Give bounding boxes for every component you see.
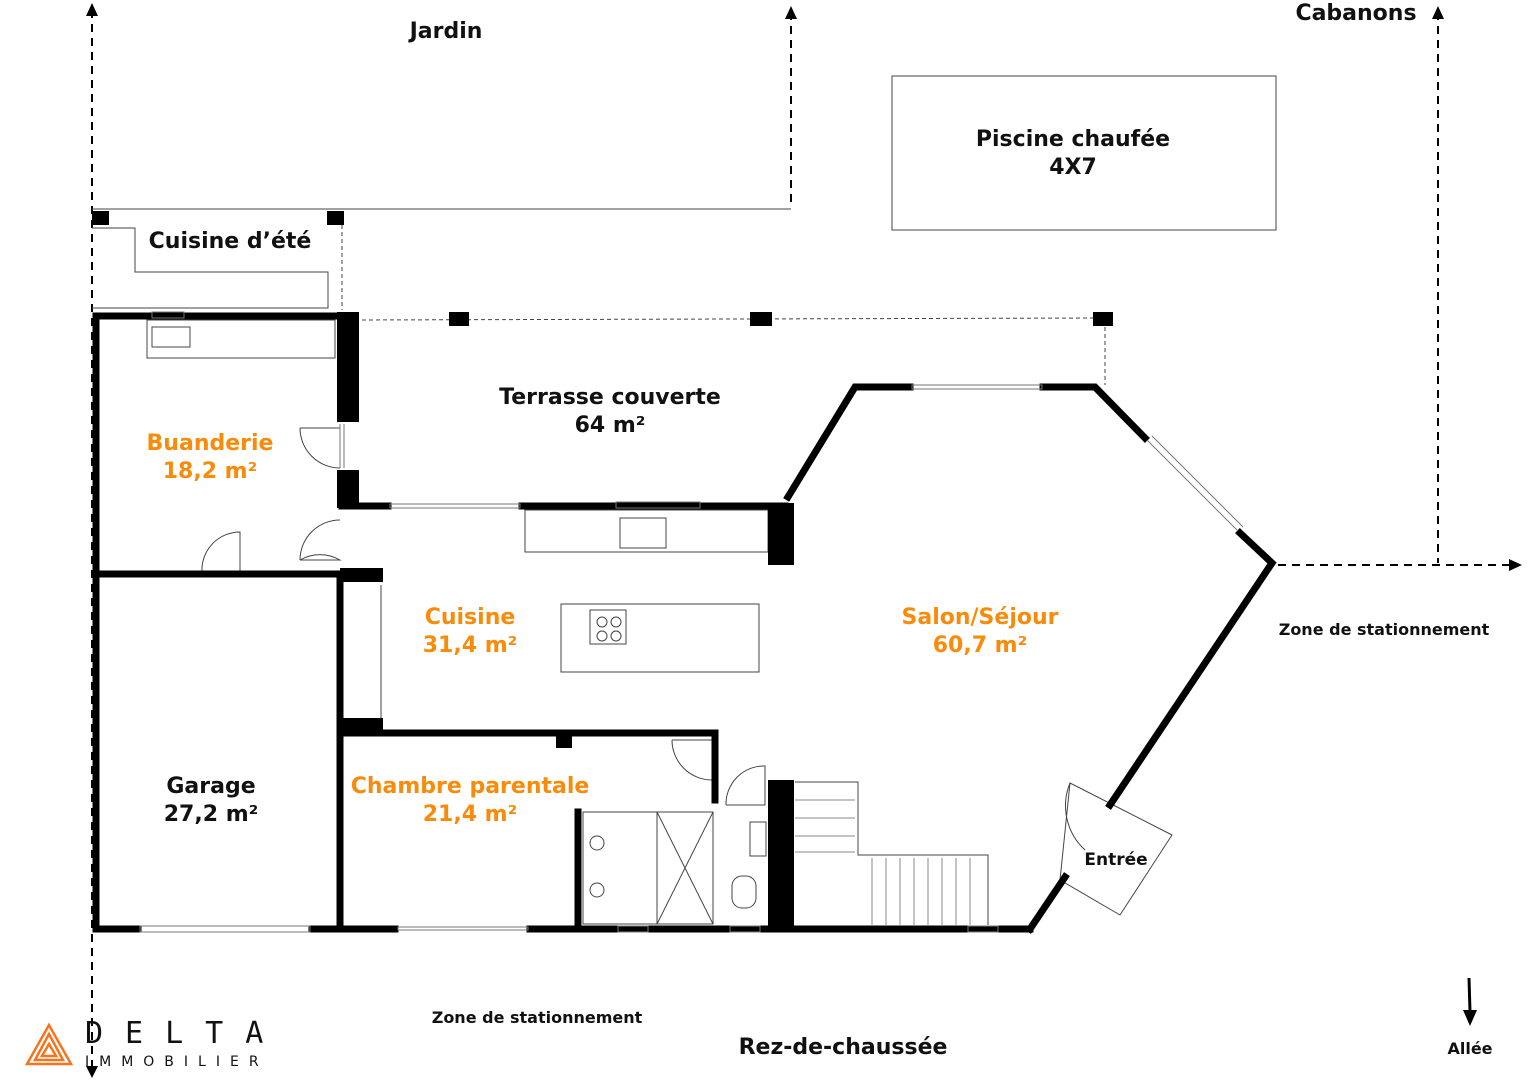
room-living: Salon/Séjour 60,7 m² [902,604,1059,660]
room-area: 60,7 m² [932,633,1028,658]
room-name: Chambre parentale [350,774,590,799]
entrance-label: Entrée [1084,850,1148,870]
thick-wall-blocks [92,211,1113,930]
floor-title: Rez-de-chaussée [738,1035,948,1060]
parking-right-label: Zone de stationnement [1278,620,1490,639]
room-kitchen: Cuisine 31,4 m² [423,604,518,660]
entrance-porch [1059,782,1173,916]
room-name: Terrasse couverte [499,385,721,410]
room-name: Garage [166,774,256,799]
logo-line2: IMMOBILIER [85,1054,269,1070]
sheds-label: Cabanons [1295,1,1417,26]
pool-label: Piscine chaufée 4X7 [976,126,1170,182]
walls [92,312,1277,934]
room-name: Cuisine [424,605,516,630]
room-area: 18,2 m² [162,459,258,484]
logo-line1: DELTA [85,1016,286,1051]
summer-kitchen-label: Cuisine d’été [148,229,312,254]
room-area: 64 m² [574,413,646,438]
pool [891,75,1277,231]
room-area: 31,4 m² [422,633,518,658]
room-area: 27,2 m² [163,802,259,827]
pool-name: Piscine chaufée [975,127,1171,152]
arrow-icons [86,3,1522,1078]
property-boundary-lines [91,10,1512,1070]
room-master-bedroom: Chambre parentale 21,4 m² [351,773,590,829]
parking-bottom-label: Zone de stationnement [431,1008,643,1027]
room-area: 21,4 m² [422,802,518,827]
driveway-label: Allée [1447,1039,1493,1058]
garden-label: Jardin [409,19,483,44]
room-terrace: Terrasse couverte 64 m² [499,384,721,440]
room-name: Salon/Séjour [901,605,1059,630]
kitchen-island [560,603,760,673]
delta-triangle-icon [25,1022,74,1066]
room-laundry: Buanderie 18,2 m² [147,430,274,486]
room-name: Buanderie [146,431,274,456]
delta-immobilier-logo: DELTA IMMOBILIER [25,1018,285,1078]
room-garage: Garage 27,2 m² [164,773,259,829]
windows [139,311,1244,933]
pool-size: 4X7 [1049,155,1097,180]
summer-kitchen-counter [92,227,329,309]
